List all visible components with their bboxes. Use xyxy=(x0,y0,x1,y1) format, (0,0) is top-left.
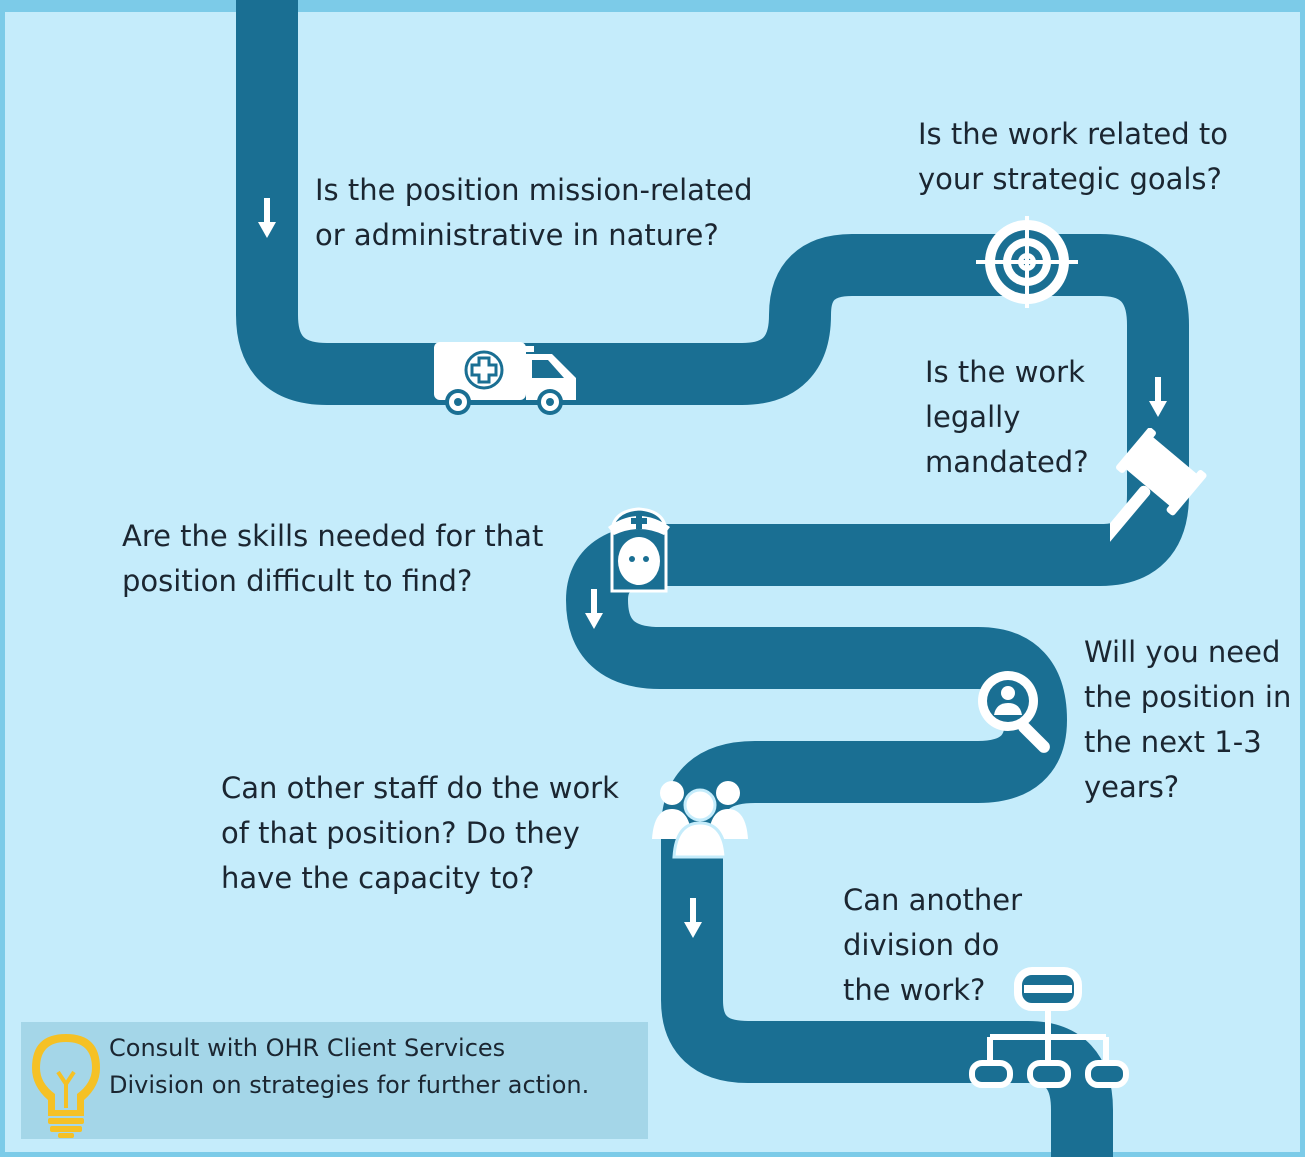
gavel-icon xyxy=(1110,428,1207,550)
question-skills-difficult: Are the skills needed for that position … xyxy=(122,519,544,598)
left-border xyxy=(0,0,5,1157)
down-arrow-icon xyxy=(258,198,276,238)
ambulance-icon xyxy=(434,342,576,415)
question-strategic-goals: Is the work related to your strategic go… xyxy=(918,117,1228,196)
org-chart-icon xyxy=(969,967,1129,1088)
question-need-position: Will you need the position in the next 1… xyxy=(1084,635,1292,804)
target-icon xyxy=(976,216,1078,308)
down-arrow-icon xyxy=(1149,377,1167,417)
top-border xyxy=(0,0,1305,12)
nurse-icon xyxy=(608,507,670,593)
team-icon xyxy=(652,781,748,859)
question-another-division: Can another division do the work? xyxy=(843,883,1023,1007)
lightbulb-icon xyxy=(32,1034,100,1138)
down-arrow-icon xyxy=(585,589,603,629)
magnifier-person-icon xyxy=(978,671,1050,753)
bottom-border xyxy=(0,1152,1305,1157)
tip-box xyxy=(21,1022,648,1139)
down-arrow-icon xyxy=(684,898,702,938)
question-mission-related: Is the position mission-related or admin… xyxy=(315,173,753,252)
right-border xyxy=(1300,0,1305,1157)
question-legally-mandated: Is the work legally mandated? xyxy=(925,355,1089,479)
question-other-staff: Can other staff do the work of that posi… xyxy=(221,771,619,895)
tip-text: Consult with OHR Client Services Divisio… xyxy=(109,1034,590,1100)
